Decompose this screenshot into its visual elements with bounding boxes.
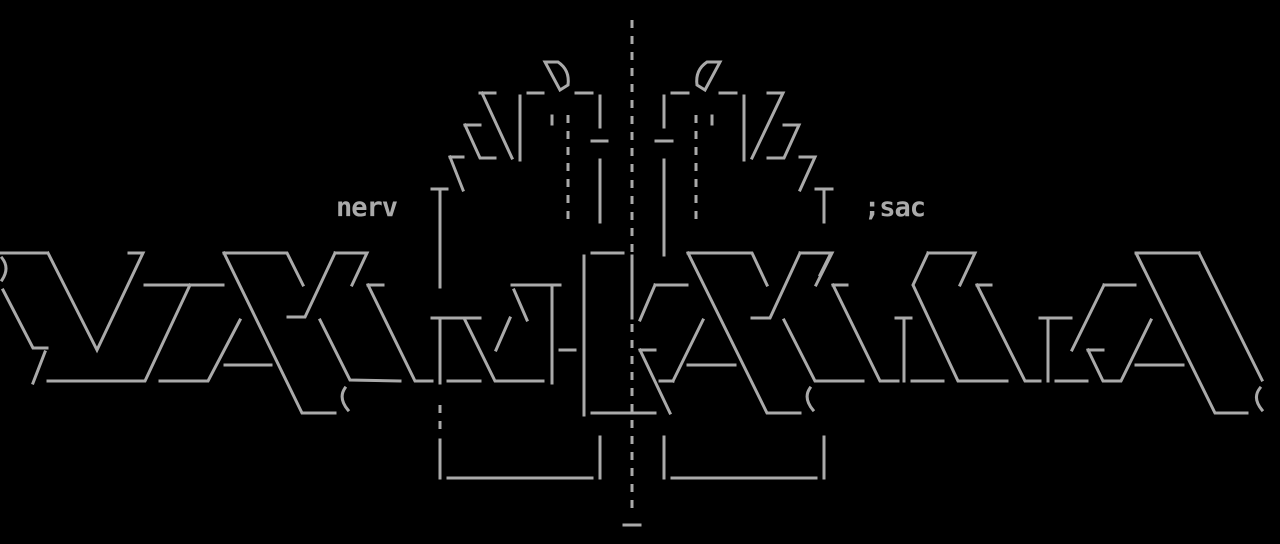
left-label: nerv bbox=[336, 192, 398, 223]
logo-letters-left bbox=[0, 250, 577, 415]
logo-letters-center bbox=[582, 250, 862, 417]
crest-top bbox=[430, 20, 834, 527]
logo-letters-right bbox=[817, 250, 1265, 415]
right-label: ;sac bbox=[864, 192, 926, 223]
crest-bottom bbox=[438, 405, 826, 480]
